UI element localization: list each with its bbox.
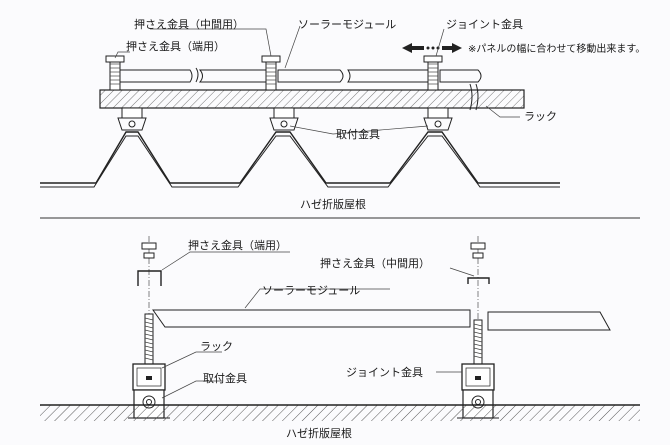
bottom-caption: ハゼ折版屋根 [286,426,352,440]
top-solar-module [117,67,482,83]
bottom-bolt-right [473,319,483,365]
bottom-label-rack: ラック [200,340,233,353]
bottom-leader-lines [161,251,475,399]
top-label-module: ソーラーモジュール [298,18,396,31]
top-label-note: ※パネルの幅に合わせて移動出来ます。 [468,42,645,55]
top-caption: ハゼ折版屋根 [300,197,366,211]
bottom-bolt-heads [141,242,486,259]
top-label-joint: ジョイント金具 [446,17,523,31]
top-section: 押さえ金具（中間用） 押さえ金具（端用） ソーラーモジュール ジョイント金具 ※… [40,17,645,211]
bottom-section: 押さえ金具（端用） 押さえ金具（中間用） ソーラーモジュール ラック 取付金具 … [40,236,640,440]
bottom-label-joint: ジョイント金具 [346,365,423,379]
top-rack-beam [99,83,525,111]
top-mount-brackets [117,107,453,131]
bottom-bolt-left [144,313,154,365]
top-clamp-middle [261,55,281,91]
bottom-roof-section [40,404,640,421]
bottom-label-clamp-mid: 押さえ金具（中間用） [320,256,430,270]
bottom-solar-module [152,309,611,331]
bottom-label-clamp-end: 押さえ金具（端用） [188,238,287,252]
top-roof-profile [40,131,560,188]
top-clamp-end [105,55,125,91]
move-arrow [402,43,462,53]
top-leader-lines [114,25,520,135]
top-joint-fitting [423,55,443,91]
bottom-rack-left [132,363,166,391]
top-label-clamp-mid: 押さえ金具（中間用） [134,17,244,31]
bottom-label-module: ソーラーモジュール [262,284,360,297]
top-label-mount: 取付金具 [336,127,380,141]
top-label-clamp-end: 押さえ金具（端用） [126,39,225,53]
bottom-clamp-end [137,270,162,286]
bottom-rack-right [461,363,495,391]
bottom-clamp-middle [467,277,490,284]
bottom-label-mount: 取付金具 [203,371,247,385]
top-label-rack: ラック [524,110,557,123]
